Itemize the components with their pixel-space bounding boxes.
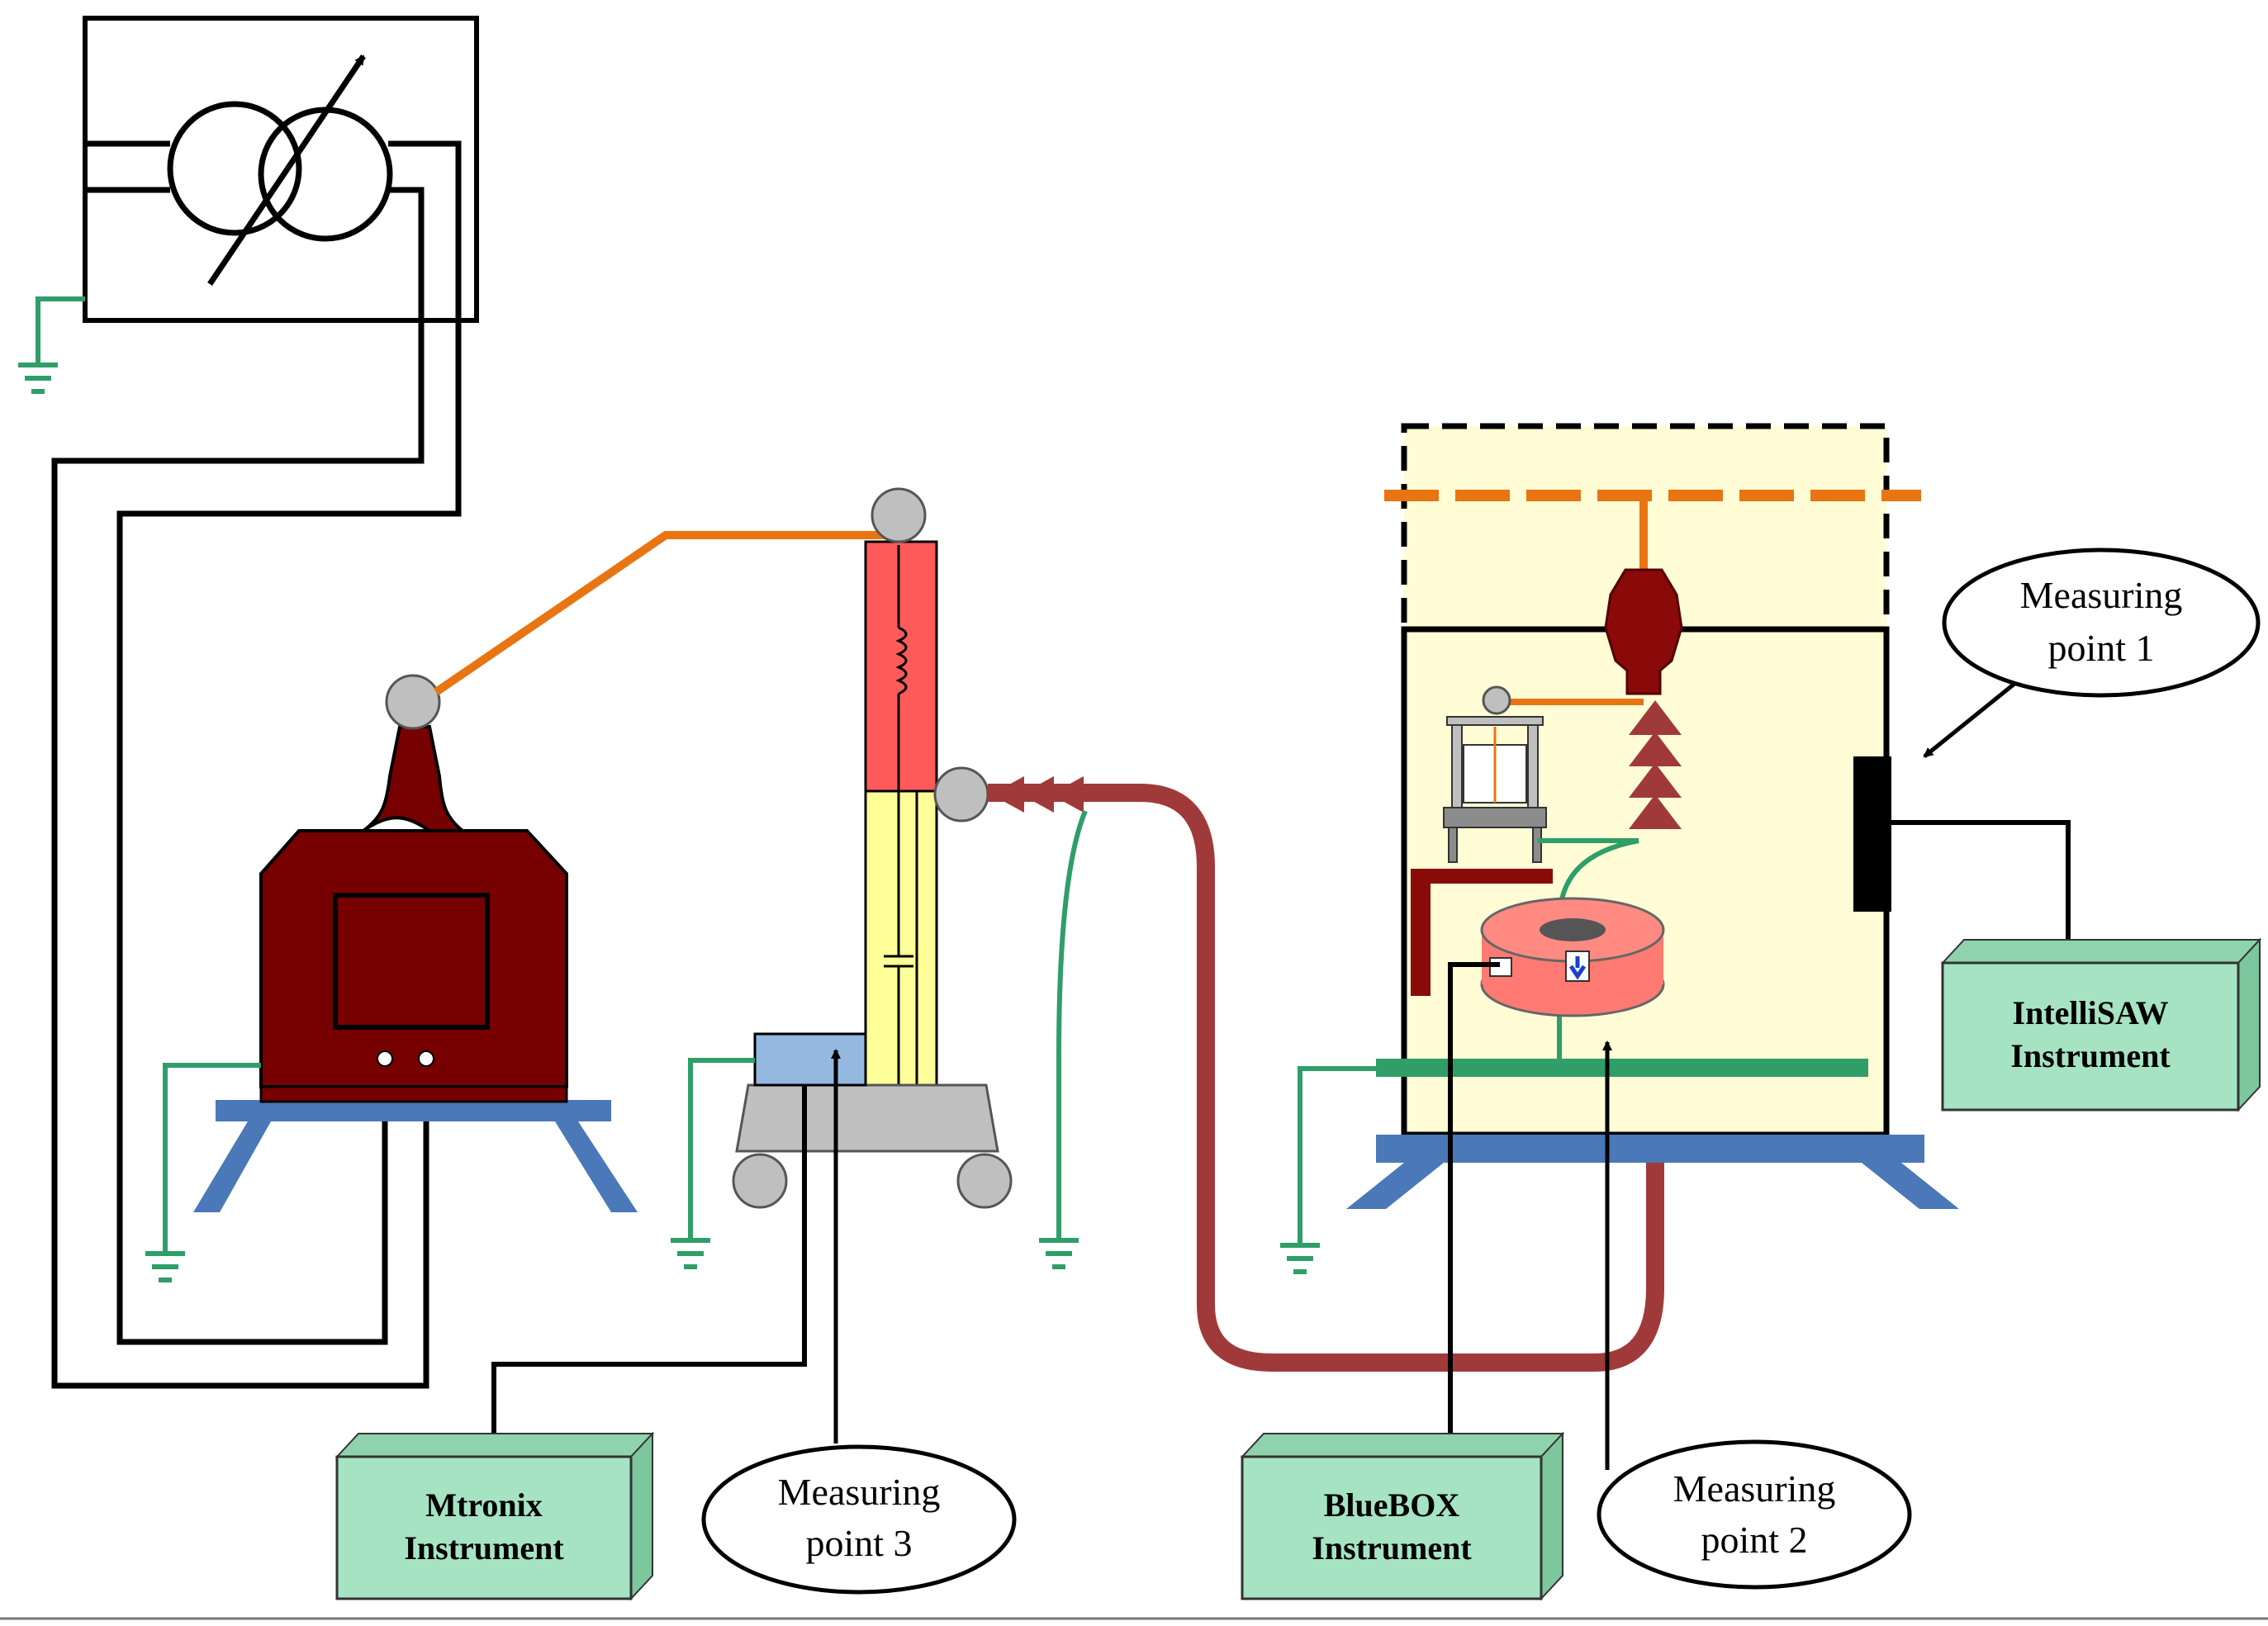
terminal-left: [377, 1050, 393, 1067]
bluebox-wire: [1448, 962, 1500, 1448]
regulator-output-leads: [51, 140, 462, 1389]
terminal-right: [418, 1050, 434, 1067]
transformer-tank: [259, 829, 568, 1088]
transformer-ground: [145, 1063, 261, 1282]
saw-sensor-plate: [1853, 756, 1891, 912]
hv-cable: [988, 702, 1664, 1372]
transformer-base-top: [216, 1100, 611, 1121]
hv-lead-to-divider: [434, 531, 899, 696]
callout-point1: Measuring point 1: [1942, 548, 2261, 698]
transformer-base-leg-right: [555, 1121, 638, 1212]
transformer-bushing: [362, 725, 467, 832]
cable-termination-right: [1629, 700, 1682, 829]
variable-arrow-icon: [207, 55, 366, 286]
callout-point2: Measuring point 2: [1597, 1439, 1912, 1590]
divider-cart: [735, 1083, 999, 1153]
test-bushing: [1604, 568, 1683, 695]
divider-ground: [671, 1058, 755, 1269]
divider-top-terminal: [871, 487, 927, 543]
point1-line1: Measuring: [2020, 574, 2183, 616]
intellisaw-label-line1: IntelliSAW: [2013, 994, 2169, 1031]
transformer-hv-terminal: [385, 674, 441, 730]
sensor-box: [753, 1032, 867, 1087]
signal-wires: [491, 820, 2071, 1448]
divider-lower-section: [864, 789, 938, 1092]
cart-wheel-left: [732, 1153, 788, 1209]
cable-ground-left: [1039, 809, 1088, 1269]
intellisaw-label-line2: Instrument: [2010, 1037, 2171, 1074]
test-cell-base-top: [1376, 1135, 1924, 1163]
transformer-window: [333, 893, 490, 1030]
test-cell: [1346, 423, 1959, 1209]
mtronix-wire: [491, 1085, 807, 1437]
test-cell-base-leg-left: [1346, 1163, 1444, 1209]
voltage-divider: [732, 487, 1013, 1209]
point2-line1: Measuring: [1673, 1467, 1836, 1510]
ground-bar: [1376, 1059, 1868, 1077]
current-transformer: [1480, 897, 1665, 1017]
test-cell-ground: [1280, 1066, 1376, 1274]
cart-wheel-right: [956, 1153, 1013, 1209]
transformer-base-leg-left: [193, 1121, 271, 1212]
point2-line2: point 2: [1701, 1519, 1807, 1561]
regulator-ground: [18, 296, 85, 394]
inductor-symbol: [895, 626, 908, 695]
bluebox-label-line2: Instrument: [1312, 1529, 1472, 1567]
variable-transformer: [83, 16, 479, 323]
mtronix-instrument: Mtronix Instrument: [335, 1431, 655, 1601]
mtronix-label-line1: Mtronix: [425, 1486, 542, 1524]
point1-arrow: [1923, 679, 2020, 758]
point3-line1: Measuring: [778, 1471, 941, 1513]
divider-side-terminal: [933, 766, 989, 822]
test-object: [1443, 685, 1547, 863]
support-bracket: [1411, 869, 1553, 996]
bluebox-instrument: BlueBOX Instrument: [1240, 1431, 1565, 1601]
point1-line2: point 1: [2047, 627, 2154, 669]
point3-line2: point 3: [805, 1522, 912, 1564]
arrow-down-icon: [1568, 956, 1587, 980]
primary-winding-circle: [167, 101, 302, 236]
bluebox-label-line1: BlueBOX: [1324, 1486, 1460, 1524]
callout-point3: Measuring point 3: [701, 1444, 1017, 1595]
cable-termination-left: [991, 776, 1084, 813]
mtronix-label-line2: Instrument: [404, 1529, 564, 1567]
hv-test-transformer: [193, 674, 638, 1212]
test-cell-base-leg-right: [1862, 1163, 1959, 1209]
intellisaw-wire: [1891, 820, 2071, 941]
intellisaw-instrument: IntelliSAW Instrument: [1940, 937, 2262, 1112]
